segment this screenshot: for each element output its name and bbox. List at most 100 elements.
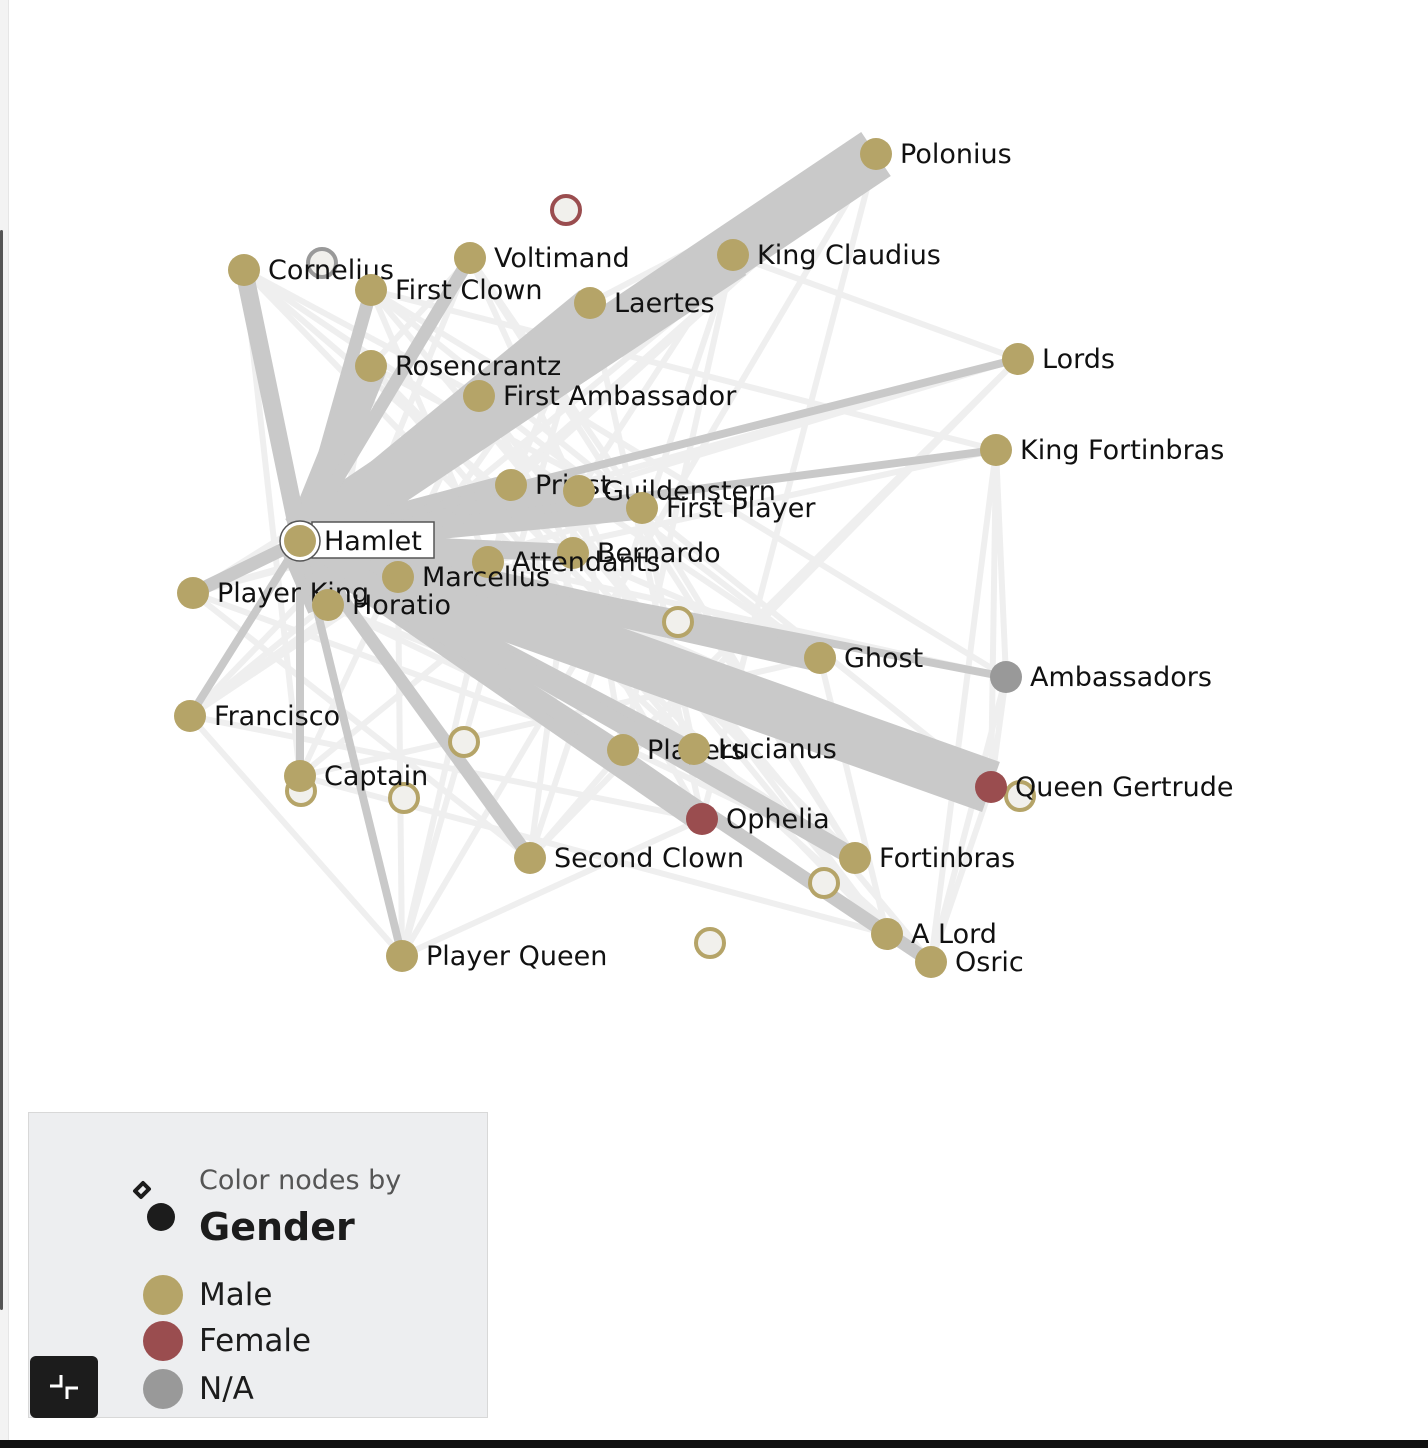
node-voltimand[interactable]: Voltimand bbox=[454, 242, 630, 274]
legend-item-female[interactable]: Female bbox=[143, 1319, 311, 1363]
node-dot-first-clown[interactable] bbox=[355, 274, 387, 306]
node-player-queen[interactable]: Player Queen bbox=[386, 940, 607, 972]
node-label-hamlet[interactable]: Hamlet bbox=[324, 526, 422, 557]
node-ophelia[interactable]: Ophelia bbox=[686, 803, 830, 835]
node-dot-players[interactable] bbox=[607, 734, 639, 766]
hollow-node-hollow-female-top[interactable] bbox=[550, 194, 582, 226]
node-dot-cornelius[interactable] bbox=[228, 254, 260, 286]
node-label-laertes[interactable]: Laertes bbox=[614, 288, 715, 319]
node-fortinbras[interactable]: Fortinbras bbox=[839, 842, 1015, 874]
node-dot-priest[interactable] bbox=[495, 469, 527, 501]
node-label-francisco[interactable]: Francisco bbox=[214, 701, 340, 732]
node-first-ambassador[interactable]: First Ambassador bbox=[463, 380, 737, 412]
node-ghost[interactable]: Ghost bbox=[804, 642, 923, 674]
node-label-lucianus[interactable]: Lucianus bbox=[718, 734, 837, 765]
node-second-clown[interactable]: Second Clown bbox=[514, 842, 744, 874]
node-lucianus[interactable]: Lucianus bbox=[678, 733, 837, 765]
hollow-node-hollow-mid-2[interactable] bbox=[448, 726, 480, 758]
node-dot-player-king[interactable] bbox=[177, 577, 209, 609]
node-dot-osric[interactable] bbox=[915, 946, 947, 978]
hollow-node-hollow-bottom[interactable] bbox=[694, 927, 726, 959]
node-francisco[interactable]: Francisco bbox=[174, 700, 340, 732]
node-label-polonius[interactable]: Polonius bbox=[900, 139, 1012, 170]
node-guildenstern[interactable]: Guildenstern bbox=[563, 475, 776, 507]
node-label-marcellus[interactable]: Marcellus bbox=[422, 562, 550, 593]
node-dot-player-queen[interactable] bbox=[386, 940, 418, 972]
node-dot-king-fortinbras[interactable] bbox=[980, 434, 1012, 466]
node-osric[interactable]: Osric bbox=[915, 946, 1024, 978]
node-dot-voltimand[interactable] bbox=[454, 242, 486, 274]
node-rosencrantz[interactable]: Rosencrantz bbox=[355, 350, 561, 382]
node-dot-lucianus[interactable] bbox=[678, 733, 710, 765]
node-label-ghost[interactable]: Ghost bbox=[844, 643, 923, 674]
hollow-node-hollow-mid-1[interactable] bbox=[662, 606, 694, 638]
node-label-a-lord[interactable]: A Lord bbox=[911, 919, 997, 950]
node-label-voltimand[interactable]: Voltimand bbox=[494, 243, 630, 274]
node-captain[interactable]: Captain bbox=[284, 760, 428, 792]
node-dot-francisco[interactable] bbox=[174, 700, 206, 732]
node-label-first-player[interactable]: First Player bbox=[666, 493, 816, 524]
node-dot-second-clown[interactable] bbox=[514, 842, 546, 874]
hollow-node-hollow-low-1[interactable] bbox=[388, 782, 420, 814]
node-dot-fortinbras[interactable] bbox=[839, 842, 871, 874]
node-dot-a-lord[interactable] bbox=[871, 918, 903, 950]
node-king-fortinbras[interactable]: King Fortinbras bbox=[980, 434, 1224, 466]
node-label-first-clown[interactable]: First Clown bbox=[395, 275, 542, 306]
legend-item-male[interactable]: Male bbox=[143, 1273, 272, 1317]
node-king-claudius[interactable]: King Claudius bbox=[717, 239, 941, 271]
hollow-node-hollow-fortinbras[interactable] bbox=[808, 867, 840, 899]
paint-bucket-icon[interactable] bbox=[129, 1179, 179, 1239]
node-dot-horatio[interactable] bbox=[312, 589, 344, 621]
node-lords[interactable]: Lords bbox=[1002, 343, 1115, 375]
node-ambassadors[interactable]: Ambassadors bbox=[990, 661, 1212, 693]
node-first-player[interactable]: First Player bbox=[626, 492, 816, 524]
node-a-lord[interactable]: A Lord bbox=[871, 918, 997, 950]
node-attendants[interactable]: Attendants bbox=[472, 546, 660, 578]
node-horatio[interactable]: Horatio bbox=[312, 589, 451, 621]
node-dot-first-player[interactable] bbox=[626, 492, 658, 524]
node-first-clown[interactable]: First Clown bbox=[355, 274, 542, 306]
node-dot-captain[interactable] bbox=[284, 760, 316, 792]
node-dot-guildenstern[interactable] bbox=[563, 475, 595, 507]
node-label-captain[interactable]: Captain bbox=[324, 761, 428, 792]
node-dot-hamlet[interactable] bbox=[284, 525, 316, 557]
node-dot-marcellus[interactable] bbox=[382, 561, 414, 593]
node-laertes[interactable]: Laertes bbox=[574, 287, 715, 319]
node-label-king-claudius[interactable]: King Claudius bbox=[757, 240, 941, 271]
node-dot-first-ambassador[interactable] bbox=[463, 380, 495, 412]
legend-item-na[interactable]: N/A bbox=[143, 1367, 254, 1411]
node-queen-gertrude[interactable]: Queen Gertrude bbox=[975, 771, 1233, 803]
node-polonius[interactable]: Polonius bbox=[860, 138, 1012, 170]
node-label-ambassadors[interactable]: Ambassadors bbox=[1030, 662, 1212, 693]
node-label-queen-gertrude[interactable]: Queen Gertrude bbox=[1015, 772, 1233, 803]
hollow-node-hollow-queen[interactable] bbox=[1004, 780, 1036, 812]
panel-resize-handle[interactable] bbox=[0, 230, 3, 1310]
node-label-ophelia[interactable]: Ophelia bbox=[726, 804, 830, 835]
node-label-player-queen[interactable]: Player Queen bbox=[426, 941, 607, 972]
node-dot-laertes[interactable] bbox=[574, 287, 606, 319]
node-label-king-fortinbras[interactable]: King Fortinbras bbox=[1020, 435, 1224, 466]
node-label-player-king[interactable]: Player King bbox=[217, 578, 369, 609]
node-label-lords[interactable]: Lords bbox=[1042, 344, 1115, 375]
node-dot-attendants[interactable] bbox=[472, 546, 504, 578]
node-label-second-clown[interactable]: Second Clown bbox=[554, 843, 744, 874]
node-dot-lords[interactable] bbox=[1002, 343, 1034, 375]
node-label-first-ambassador[interactable]: First Ambassador bbox=[503, 381, 737, 412]
node-dot-king-claudius[interactable] bbox=[717, 239, 749, 271]
legend-title[interactable]: Gender bbox=[199, 1205, 355, 1249]
collapse-button[interactable] bbox=[30, 1356, 98, 1418]
node-label-horatio[interactable]: Horatio bbox=[352, 590, 451, 621]
node-dot-ambassadors[interactable] bbox=[990, 661, 1022, 693]
hollow-node-hollow-na-top[interactable] bbox=[306, 247, 338, 279]
node-label-bernardo[interactable]: Bernardo bbox=[597, 538, 721, 569]
node-hamlet[interactable]: Hamlet bbox=[279, 520, 435, 562]
node-label-fortinbras[interactable]: Fortinbras bbox=[879, 843, 1015, 874]
node-marcellus[interactable]: Marcellus bbox=[382, 561, 550, 593]
node-bernardo[interactable]: Bernardo bbox=[557, 537, 721, 569]
node-label-attendants[interactable]: Attendants bbox=[512, 547, 660, 578]
node-dot-ophelia[interactable] bbox=[686, 803, 718, 835]
node-dot-rosencrantz[interactable] bbox=[355, 350, 387, 382]
node-dot-polonius[interactable] bbox=[860, 138, 892, 170]
node-label-osric[interactable]: Osric bbox=[955, 947, 1024, 978]
